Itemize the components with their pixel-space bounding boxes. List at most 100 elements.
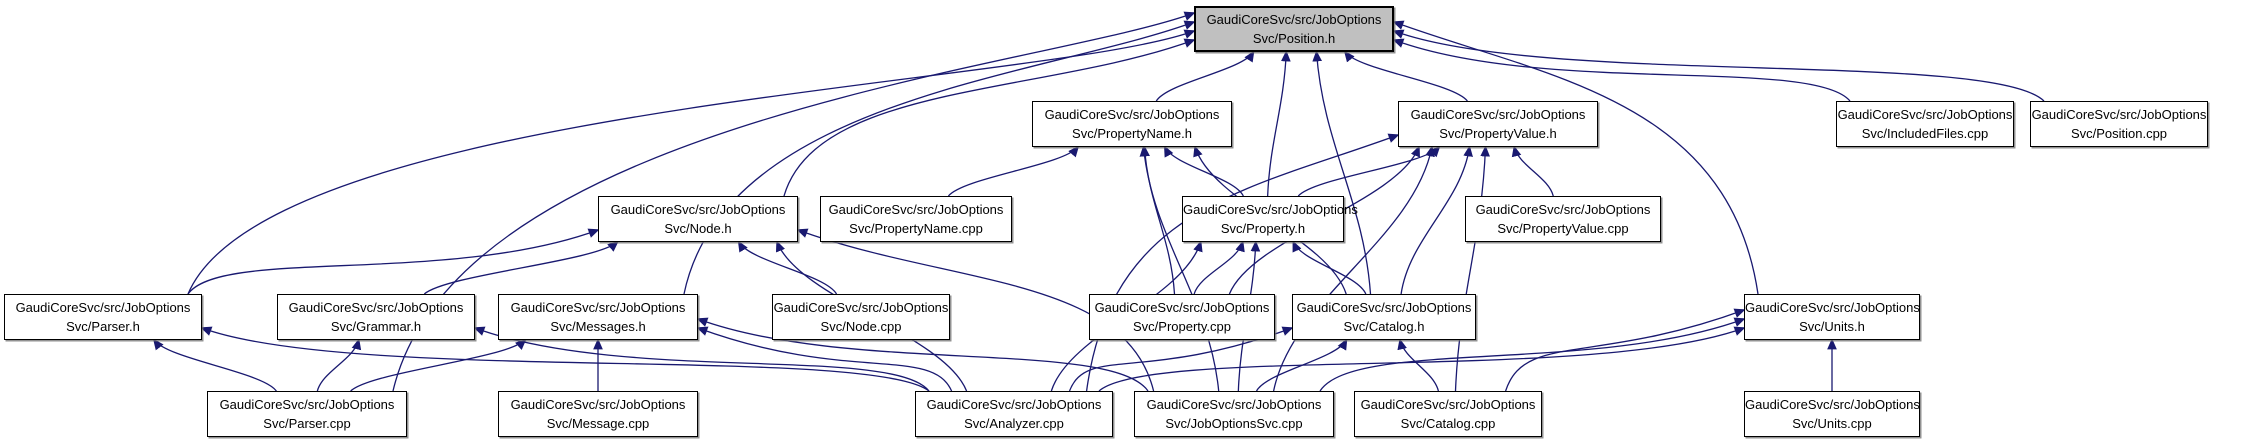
node-label-line1: GaudiCoreSvc/src/JobOptions [1837,107,2013,122]
include-edge-analyzer-cpp-to-units-h [1098,326,1746,392]
include-edge-property-h-to-position-h [1267,50,1291,197]
include-edge-propertyvalue-h-to-position-h [1343,50,1468,102]
include-edge-property-h-to-propertyname-h [1163,145,1244,197]
node-label-line1: GaudiCoreSvc/src/JobOptions [219,397,395,412]
node-label-line2: Svc/Position.h [1252,31,1336,46]
include-edge-catalog-h-to-property-h [1292,240,1367,295]
node-label-line2: Svc/Messages.h [550,319,646,334]
node-label-line2: Svc/Message.cpp [546,416,650,431]
include-edge-catalog-cpp-to-catalog-h [1397,338,1440,392]
node-label-line2: Svc/Node.cpp [820,319,902,334]
include-edge-parser-h-to-position-h [187,29,1196,295]
node-label-line1: GaudiCoreSvc/src/JobOptions [610,202,786,217]
include-edge-parser-cpp-to-position-h [392,11,1196,392]
include-edge-propertyname-cpp-to-propertyname-h [947,145,1080,197]
include-edge-position-cpp-to-position-h [1392,29,2045,102]
include-edge-analyzer-cpp-to-catalog-h [1068,326,1294,392]
node-label-line2: Svc/Analyzer.cpp [964,416,1064,431]
node-label-line2: Svc/Property.h [1220,221,1306,236]
include-edge-parser-h-to-node-h [187,228,600,295]
node-label-line2: Svc/PropertyValue.h [1439,126,1557,141]
include-edge-units-h-to-position-h [1392,20,1759,295]
include-edge-joboptionssvc-cpp-to-node-h [796,228,1155,392]
include-edge-node-cpp-to-node-h [737,240,838,295]
node-label-line1: GaudiCoreSvc/src/JobOptions [15,300,191,315]
include-edge-node-h-to-position-h [783,38,1196,197]
node-label-line1: GaudiCoreSvc/src/JobOptions [1745,397,1920,412]
include-edge-joboptionssvc-cpp-to-messages-h [696,317,1149,392]
node-label-line2: Svc/Units.h [1799,319,1865,334]
include-edge-parser-cpp-to-grammar-h [316,338,362,392]
include-edge-joboptionssvc-cpp-to-units-h [1319,317,1746,392]
node-label-line2: Svc/PropertyName.h [1072,126,1192,141]
node-label-line1: GaudiCoreSvc/src/JobOptions [1044,107,1220,122]
include-edge-parser-cpp-to-parser-h [152,338,277,392]
include-edge-catalog-h-to-propertyvalue-h [1400,145,1473,295]
node-label-line2: Svc/IncludedFiles.cpp [1861,126,1989,141]
include-edge-propertyname-h-to-position-h [1155,50,1255,102]
node-label-line2: Svc/PropertyName.cpp [849,221,983,236]
include-edge-joboptionssvc-cpp-to-propertyname-h [1139,145,1220,392]
include-edge-parser-cpp-to-messages-h [350,338,527,392]
include-edge-joboptionssvc-cpp-to-propertyvalue-h [1272,145,1435,392]
node-label-line2: Svc/Catalog.h [1343,319,1425,334]
include-edge-property-cpp-to-property-h [1193,240,1245,295]
node-label-line1: GaudiCoreSvc/src/JobOptions [1296,300,1472,315]
node-label-line2: Svc/Units.cpp [1792,416,1872,431]
node-label-line1: GaudiCoreSvc/src/JobOptions [510,300,686,315]
node-label-line2: Svc/Parser.cpp [263,416,351,431]
node-label-line1: GaudiCoreSvc/src/JobOptions [1360,397,1536,412]
node-label-line1: GaudiCoreSvc/src/JobOptions [288,300,464,315]
include-edge-includedfiles-cpp-to-position-h [1392,38,1851,102]
include-edge-analyzer-cpp-to-grammar-h [473,326,930,392]
node-label-line1: GaudiCoreSvc/src/JobOptions [1094,300,1270,315]
node-label-line2: Svc/PropertyValue.cpp [1497,221,1629,236]
include-edge-grammar-h-to-node-h [423,240,619,295]
node-label-line2: Svc/Parser.h [66,319,140,334]
node-label-line1: GaudiCoreSvc/src/JobOptions [1475,202,1651,217]
node-label-line1: GaudiCoreSvc/src/JobOptions [926,397,1102,412]
node-label-line1: GaudiCoreSvc/src/JobOptions [1206,12,1382,27]
node-label-line2: Svc/JobOptionsSvc.cpp [1165,416,1303,431]
node-label-line1: GaudiCoreSvc/src/JobOptions [510,397,686,412]
node-label-line2: Svc/Node.h [664,221,732,236]
node-label-line1: GaudiCoreSvc/src/JobOptions [1410,107,1586,122]
node-label-line1: GaudiCoreSvc/src/JobOptions [828,202,1004,217]
node-label-line2: Svc/Catalog.cpp [1400,416,1496,431]
include-edge-catalog-h-to-position-h [1312,50,1372,295]
node-label-line2: Svc/Position.cpp [2070,126,2168,141]
node-label-line1: GaudiCoreSvc/src/JobOptions [1745,300,1920,315]
node-label-line2: Svc/Grammar.h [330,319,422,334]
include-edge-analyzer-cpp-to-messages-h [696,326,953,392]
node-label-line2: Svc/Property.cpp [1132,319,1232,334]
include-edge-analyzer-cpp-to-parser-h [200,326,930,392]
node-label-line1: GaudiCoreSvc/src/JobOptions [1183,202,1358,217]
include-edge-catalog-cpp-to-units-h [1504,308,1746,392]
node-label-line1: GaudiCoreSvc/src/JobOptions [1146,397,1322,412]
include-edge-property-h-to-propertyvalue-h [1297,145,1441,197]
include-edge-catalog-cpp-to-propertyvalue-h [1454,145,1490,392]
node-label-line1: GaudiCoreSvc/src/JobOptions [773,300,949,315]
